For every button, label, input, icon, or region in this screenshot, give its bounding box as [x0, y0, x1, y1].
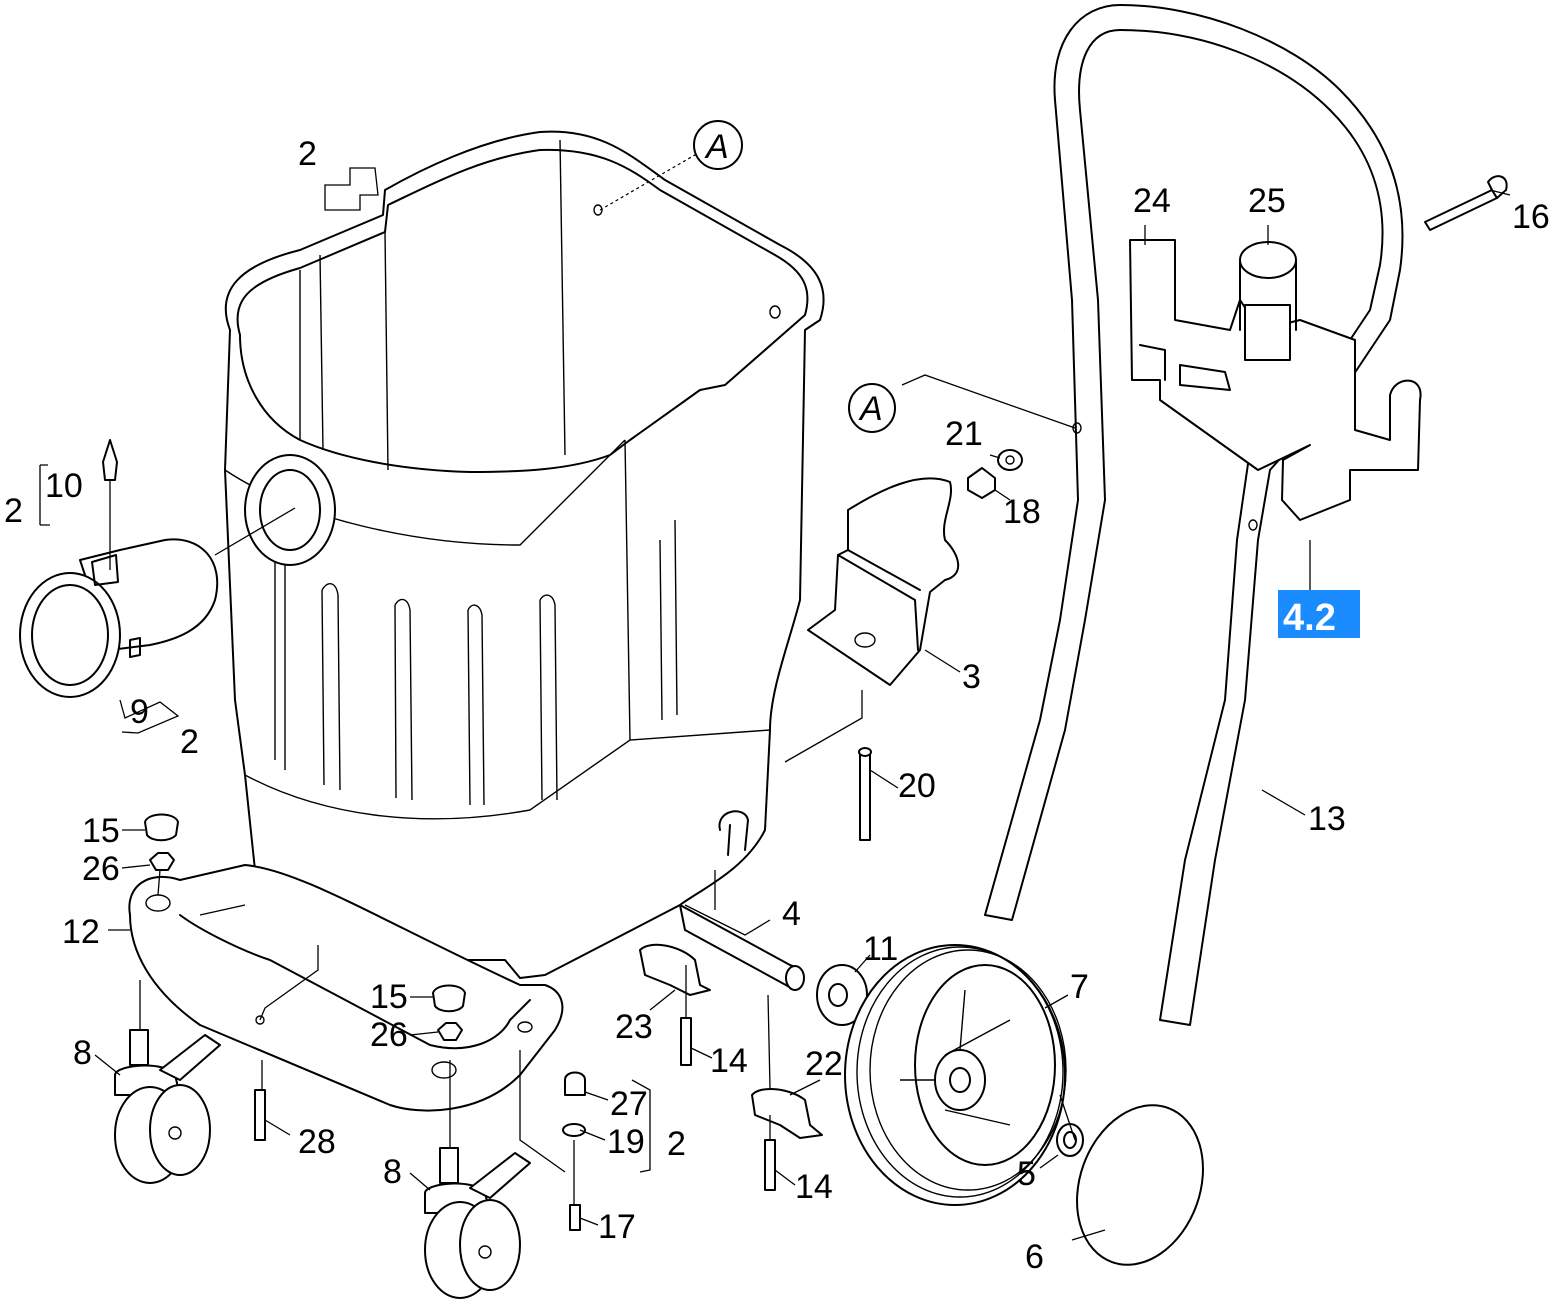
- label-15-b: 15: [370, 978, 408, 1016]
- label-14-b: 14: [795, 1168, 833, 1206]
- label-21: 21: [945, 415, 983, 453]
- label-23: 23: [615, 1008, 653, 1046]
- label-2-left: 2: [4, 492, 23, 530]
- caster-8-b: [424, 1147, 531, 1299]
- section-badge-4-2[interactable]: 4.2: [1278, 590, 1360, 639]
- label-5: 5: [1017, 1155, 1036, 1193]
- label-6: 6: [1025, 1238, 1044, 1276]
- knob-27: [564, 1071, 586, 1096]
- bracket-3: [807, 477, 960, 686]
- label-24: 24: [1133, 182, 1171, 220]
- tank: [224, 130, 825, 979]
- bracket-23: [639, 943, 711, 996]
- reference-a-mid: A: [848, 383, 896, 433]
- nut-26-a: [149, 852, 175, 871]
- nut-18: [967, 467, 996, 499]
- pin-10: [102, 439, 118, 570]
- label-9: 9: [130, 693, 149, 731]
- cap-15-a: [144, 813, 179, 842]
- reference-a-top: A: [693, 120, 743, 170]
- nut-26-b: [437, 1022, 463, 1041]
- label-11: 11: [863, 930, 898, 968]
- clip-5: [1056, 1123, 1084, 1157]
- ring-19: [562, 1123, 586, 1137]
- label-12: 12: [62, 913, 100, 951]
- hose-inlet-9: [19, 538, 219, 698]
- label-2-tank: 2: [298, 135, 317, 173]
- label-27: 27: [610, 1085, 648, 1123]
- screw-16: [1424, 175, 1508, 231]
- bolt-20: [859, 754, 871, 841]
- svg-text:A: A: [858, 390, 883, 428]
- bolt-14-a: [680, 1017, 692, 1066]
- label-16: 16: [1512, 198, 1550, 236]
- label-22: 22: [805, 1045, 843, 1083]
- label-8-a: 8: [73, 1034, 92, 1072]
- label-7: 7: [1070, 968, 1089, 1006]
- label-18: 18: [1003, 493, 1041, 531]
- bolt-28: [254, 1089, 266, 1141]
- label-13: 13: [1308, 800, 1346, 838]
- label-26-a: 26: [82, 850, 120, 888]
- label-20: 20: [898, 767, 936, 805]
- label-10: 10: [45, 467, 83, 505]
- svg-text:A: A: [704, 128, 729, 166]
- label-15-a: 15: [82, 812, 120, 850]
- part-labels: 2 10 2 9 2 24 25 16 21 18 3 20 13 15 26 …: [4, 135, 1550, 1276]
- label-25: 25: [1248, 182, 1286, 220]
- badge-label: 4.2: [1283, 597, 1336, 639]
- label-3: 3: [962, 658, 981, 696]
- bracket-22: [751, 1088, 823, 1139]
- handle-frame: [984, 4, 1422, 1026]
- washer-21: [997, 449, 1023, 471]
- label-4: 4: [782, 895, 801, 933]
- label-2-right: 2: [667, 1125, 686, 1163]
- axle-4: [679, 904, 805, 991]
- label-19: 19: [607, 1123, 645, 1161]
- caster-8-a: [114, 1029, 221, 1184]
- spacer-11: [816, 964, 868, 1026]
- label-26-b: 26: [370, 1016, 408, 1054]
- label-28: 28: [298, 1123, 336, 1161]
- label-2-under9: 2: [180, 723, 199, 761]
- wheel-7: [844, 944, 1067, 1206]
- label-17: 17: [598, 1208, 636, 1246]
- screw-17: [569, 1204, 581, 1231]
- bolt-14-b: [764, 1139, 776, 1191]
- label-8-b: 8: [383, 1153, 402, 1191]
- label-14-a: 14: [710, 1042, 748, 1080]
- hubcap-6: [1076, 1104, 1204, 1266]
- leader-lines: [39, 167, 1511, 1241]
- cap-15-b: [432, 984, 466, 1013]
